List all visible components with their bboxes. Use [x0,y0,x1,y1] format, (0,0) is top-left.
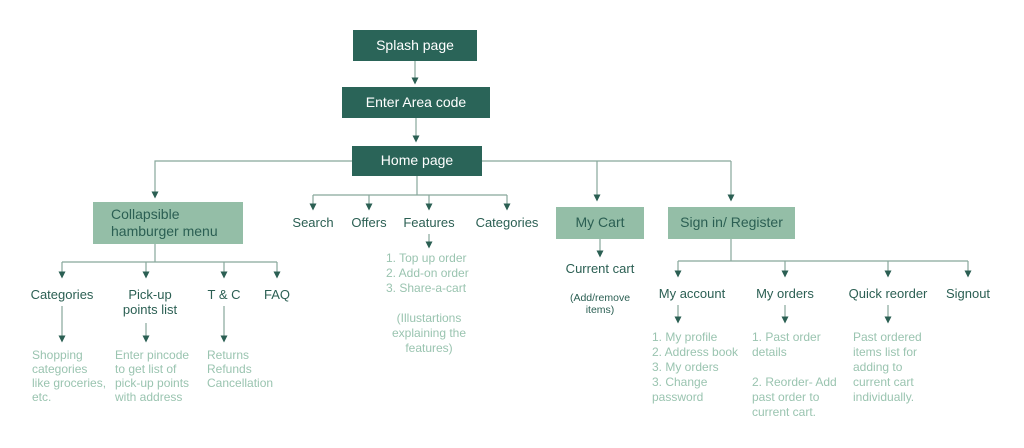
node-my-account: My account [658,286,726,301]
node-signout: Signout [945,286,991,301]
node-categories-nav: Categories [475,215,539,230]
node-terms-and-conditions: T & C [207,287,241,302]
desc-add-remove-items: (Add/remove items) [569,292,631,316]
node-splash-page: Splash page [353,30,477,61]
node-home-page: Home page [352,146,482,176]
rail-hamburger-children [62,244,277,263]
desc-my-orders: 1. Past order details 2. Reorder- Add pa… [752,330,837,419]
node-faq: FAQ [263,287,291,302]
node-categories: Categories [30,287,94,302]
node-current-cart: Current cart [565,261,635,276]
desc-pickup-points: Enter pincode to get list of pick-up poi… [115,348,190,404]
node-features: Features [403,215,455,230]
rail-nav-children [313,176,507,196]
node-sign-in-register: Sign in/ Register [668,207,795,239]
node-pickup-points-list: Pick-up points list [122,287,178,317]
node-hamburger-menu: Collapsible hamburger menu [93,202,243,244]
node-offers: Offers [351,215,387,230]
desc-my-account: 1. My profile 2. Address book 3. My orde… [652,330,739,404]
desc-features-list: 1. Top up order 2. Add-on order 3. Share… [386,251,469,295]
desc-quick-reorder: Past ordered items list for adding to cu… [853,330,922,404]
node-my-orders: My orders [756,286,814,301]
rail-signin-children [678,239,968,262]
node-search: Search [292,215,334,230]
desc-features-note: (Illustartions explaining the features) [391,311,467,355]
node-enter-area-code: Enter Area code [342,87,490,118]
arrow-home-to-hamburger [151,160,352,199]
node-quick-reorder: Quick reorder [848,286,928,301]
node-my-cart: My Cart [556,207,644,239]
desc-categories: Shopping categories like groceries, etc. [32,348,107,404]
desc-terms-and-conditions: Returns Refunds Cancellation [207,348,274,390]
